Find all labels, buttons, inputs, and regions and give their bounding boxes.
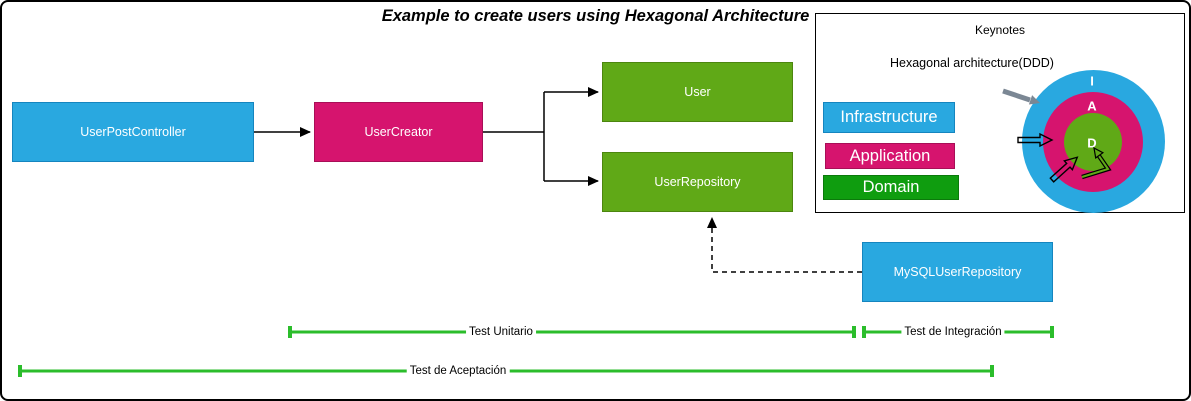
legend-infrastructure: Infrastructure bbox=[823, 102, 955, 133]
keynotes-title: Keynotes bbox=[974, 23, 1026, 37]
keynotes-panel: Keynotes Hexagonal architecture(DDD) Inf… bbox=[815, 13, 1185, 213]
test-unitario-label: Test Unitario bbox=[466, 325, 536, 339]
legend-domain: Domain bbox=[823, 175, 959, 200]
node-mysql-user-repository: MySQLUserRepository bbox=[862, 242, 1053, 302]
ring-letter-d: D bbox=[1087, 135, 1097, 150]
keynotes-subtitle: Hexagonal architecture(DDD) bbox=[890, 56, 1054, 70]
node-user-creator: UserCreator bbox=[314, 102, 483, 162]
test-integracion-label: Test de Integración bbox=[901, 325, 1005, 339]
connector-creator-branch bbox=[483, 87, 599, 186]
node-user-post-controller: UserPostController bbox=[12, 102, 254, 162]
ring-letter-i: I bbox=[1090, 73, 1094, 89]
test-unitario-line bbox=[288, 326, 856, 338]
test-aceptacion-label: Test de Aceptación bbox=[406, 364, 510, 378]
ring-letter-a: A bbox=[1087, 98, 1097, 114]
node-user: User bbox=[602, 62, 793, 122]
diagram-title: Example to create users using Hexagonal … bbox=[381, 7, 810, 25]
dashed-arrow-mysql-to-repository bbox=[707, 217, 862, 273]
legend-application: Application bbox=[825, 143, 955, 169]
node-user-repository: UserRepository bbox=[602, 152, 793, 212]
